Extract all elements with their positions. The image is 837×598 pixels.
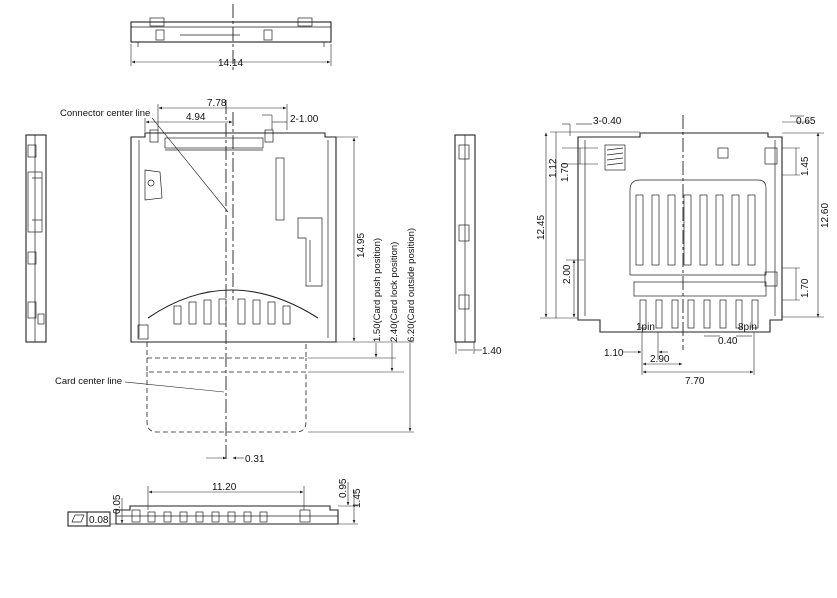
dim-0-95: 0.95 [338, 478, 349, 498]
dim-12-45: 12.45 [536, 215, 547, 240]
pin1-label: 1pin [636, 322, 655, 333]
dim-1-45-bottom: 1.45 [352, 488, 363, 508]
dim-1-10: 1.10 [604, 348, 624, 359]
dim-card-lock: 2.40(Card lock position) [389, 242, 400, 342]
dim-card-push: 1.50(Card push position) [372, 238, 383, 342]
left-side-view [25, 134, 47, 343]
dim-4-94: 4.94 [186, 112, 206, 123]
bottom-view [540, 115, 824, 375]
dim-0-65: 0.65 [796, 116, 816, 127]
dim-2-00: 2.00 [562, 264, 573, 284]
dim-14-14: 14.14 [218, 58, 243, 69]
dim-1-70-top: 1.70 [560, 162, 571, 182]
dim-1-45-right: 1.45 [800, 156, 811, 176]
dim-12-60: 12.60 [820, 203, 831, 228]
dim-card-outside: 6.20(Card outside position) [406, 228, 417, 342]
right-side-view [454, 134, 482, 354]
dim-2-1-00: 2-1.00 [290, 114, 319, 125]
dim-1-12: 1.12 [548, 158, 559, 178]
dim-3-0-40: 3-0.40 [593, 116, 622, 127]
top-front-view [130, 4, 332, 70]
dim-1-40: 1.40 [482, 346, 502, 357]
flatness-value: 0.08 [89, 515, 109, 526]
dim-7-70: 7.70 [685, 376, 705, 387]
dim-0-05: 0.05 [112, 494, 123, 514]
pin8-label: 8pin [738, 322, 757, 333]
dim-14-95: 14.95 [356, 233, 367, 258]
dim-2-90: 2.90 [650, 354, 670, 365]
dim-7-78: 7.78 [207, 98, 227, 109]
dim-0-31: 0.31 [245, 454, 265, 465]
card-center-line-label: Card center line [55, 376, 122, 387]
dim-1-70-bottom: 1.70 [800, 278, 811, 298]
bottom-elevation-view [67, 482, 358, 527]
dim-0-40: 0.40 [718, 336, 738, 347]
connector-center-line-label: Connector center line [60, 108, 150, 119]
dim-11-20: 11.20 [212, 482, 237, 493]
main-plan-view [124, 100, 414, 462]
